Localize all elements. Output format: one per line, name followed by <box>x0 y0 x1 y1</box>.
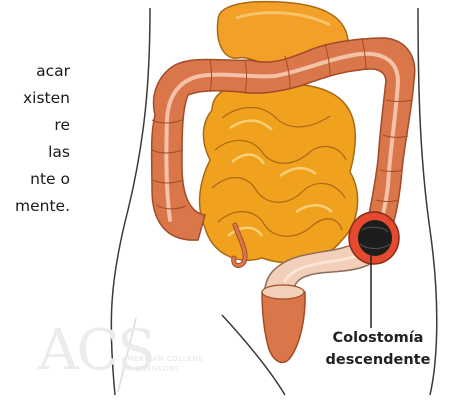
callout-line-2: descendente <box>310 349 446 371</box>
stoma-callout-label: Colostomía descendente <box>310 327 446 371</box>
stoma-opening <box>358 220 392 256</box>
acs-logo-line-1: AMERICAN COLLEGE <box>122 354 203 364</box>
small-intestine <box>200 85 358 263</box>
acs-logo-line-2: OF SURGEONS <box>122 364 203 374</box>
callout-line-1: Colostomía <box>310 327 446 349</box>
rectal-stump-top <box>262 285 304 299</box>
small-intestine-body <box>200 85 358 263</box>
acs-logo-subtitle: AMERICAN COLLEGE OF SURGEONS <box>122 354 203 374</box>
